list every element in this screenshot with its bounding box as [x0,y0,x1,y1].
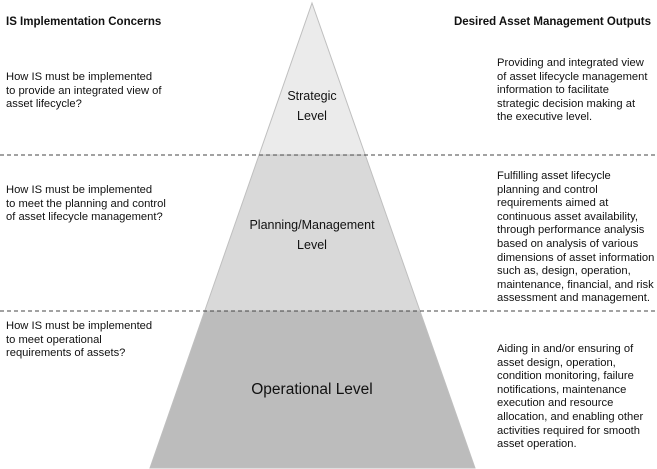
pyramid-segment-operational [149,310,476,469]
pyramid-segment-strategic [258,1,366,156]
concern-operational: How IS must be implemented to meet opera… [6,320,153,360]
right-column-header: Desired Asset Management Outputs [453,16,651,28]
left-column-header: IS Implementation Concerns [6,16,162,28]
concern-planning: How IS must be implemented to meet the p… [6,184,166,224]
output-planning: Fulfilling asset lifecycle planning and … [497,170,655,305]
output-operational: Aiding in and/or ensuring of asset desig… [497,343,644,451]
level-label-planning: Planning/Management Level [249,218,375,252]
concern-strategic: How IS must be implemented to provide an… [6,71,162,111]
level-label-strategic: Strategic Level [287,89,337,123]
output-strategic: Providing and integrated view of asset l… [497,57,648,124]
level-label-operational: Operational Level [251,381,373,398]
